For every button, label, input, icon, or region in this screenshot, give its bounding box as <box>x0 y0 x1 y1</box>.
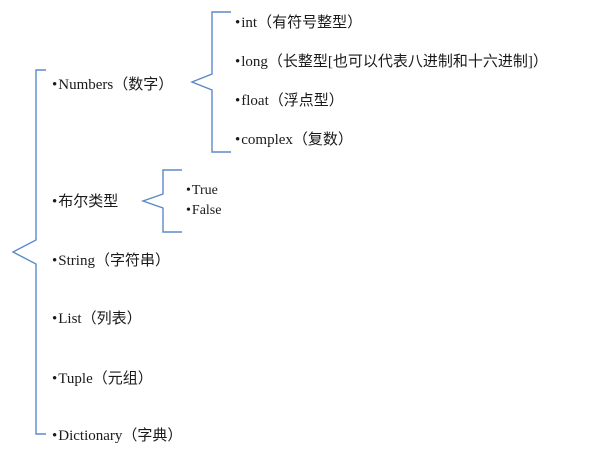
number-type-float-label: float（浮点型） <box>241 93 344 109</box>
number-type-complex-label: complex（复数） <box>241 132 353 148</box>
number-type-long-label: long（长整型[也可以代表八进制和十六进制]） <box>241 54 548 70</box>
category-numbers-label: Numbers（数字） <box>58 77 174 93</box>
numbers-brace <box>190 11 231 153</box>
category-string: •String（字符串） <box>52 253 170 269</box>
category-string-label: String（字符串） <box>58 253 170 269</box>
number-type-int: •int（有符号整型） <box>235 15 363 31</box>
main-brace <box>11 69 46 435</box>
category-numbers: •Numbers（数字） <box>52 77 174 93</box>
category-tuple: •Tuple（元组） <box>52 371 153 387</box>
boolean-brace <box>140 169 182 233</box>
category-list-label: List（列表） <box>58 311 142 327</box>
category-tuple-label: Tuple（元组） <box>58 371 153 387</box>
category-boolean-label: 布尔类型 <box>58 194 119 210</box>
category-list: •List（列表） <box>52 311 142 327</box>
number-type-complex: •complex（复数） <box>235 132 353 148</box>
number-type-int-label: int（有符号整型） <box>241 15 363 31</box>
bool-value-true: •True <box>186 183 218 198</box>
category-boolean: •布尔类型 <box>52 194 119 210</box>
bool-value-true-label: True <box>191 183 218 198</box>
bool-value-false: •False <box>186 203 222 218</box>
bool-value-false-label: False <box>191 203 222 218</box>
category-dictionary-label: Dictionary（字典） <box>58 428 183 444</box>
number-type-long: •long（长整型[也可以代表八进制和十六进制]） <box>235 54 548 70</box>
number-type-float: •float（浮点型） <box>235 93 344 109</box>
category-dictionary: •Dictionary（字典） <box>52 428 183 444</box>
